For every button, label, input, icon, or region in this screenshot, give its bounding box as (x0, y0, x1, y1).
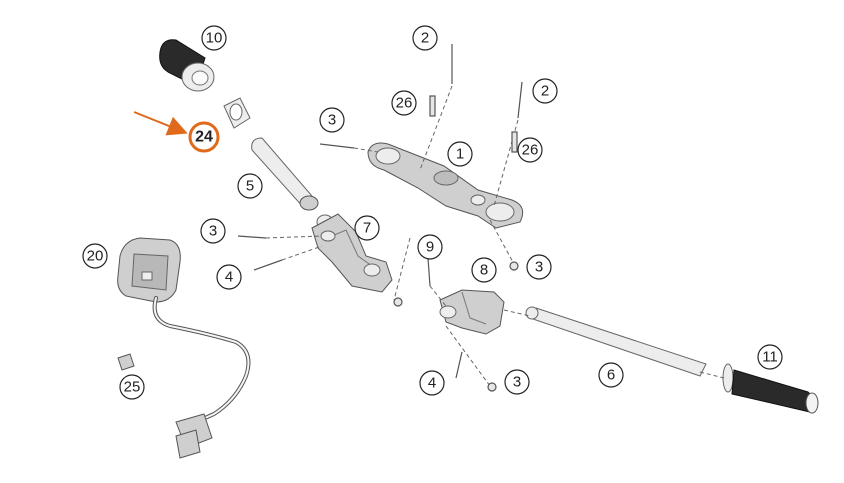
wire-harness (152, 296, 251, 459)
callout-2-right: 2 (532, 78, 558, 104)
left-clamp-part-7 (311, 213, 393, 293)
callout-3-right: 3 (526, 254, 552, 280)
svg-text:2: 2 (541, 83, 549, 100)
callout-2-top: 2 (412, 25, 438, 51)
bushing-part-24 (223, 97, 251, 129)
svg-text:9: 9 (426, 239, 434, 256)
svg-text:20: 20 (87, 248, 104, 265)
highlight-arrow (133, 111, 188, 136)
callout-3-upper: 3 (319, 107, 345, 133)
switch-housing-part-20 (117, 237, 181, 303)
svg-text:3: 3 (513, 374, 521, 391)
svg-text:11: 11 (762, 349, 778, 366)
svg-text:2: 2 (421, 30, 429, 47)
callout-7: 7 (354, 215, 380, 241)
callout-9: 9 (417, 234, 443, 260)
callout-11: 11 (757, 344, 783, 370)
svg-text:26: 26 (522, 142, 539, 159)
svg-text:1: 1 (456, 146, 464, 163)
right-clamp-part-8 (439, 289, 505, 335)
callout-8: 8 (471, 257, 497, 283)
svg-text:26: 26 (396, 95, 413, 112)
left-grip (159, 39, 215, 92)
callout-3-bottom: 3 (504, 369, 530, 395)
callout-4-bottom: 4 (419, 370, 445, 396)
upper-triple-clamp-part-1 (367, 142, 524, 229)
svg-text:7: 7 (363, 220, 371, 237)
svg-text:6: 6 (607, 367, 615, 384)
callout-5: 5 (237, 173, 263, 199)
left-tube-part-5 (251, 137, 334, 230)
svg-text:24: 24 (195, 129, 213, 146)
svg-text:3: 3 (535, 259, 543, 276)
callout-10: 10 (201, 25, 227, 51)
callout-3-left: 3 (200, 218, 226, 244)
callout-20: 20 (82, 243, 108, 269)
callout-26-right: 26 (517, 137, 543, 163)
svg-text:10: 10 (206, 30, 223, 47)
svg-text:4: 4 (225, 269, 233, 286)
callout-4-left: 4 (216, 264, 242, 290)
callout-6: 6 (598, 362, 624, 388)
svg-text:5: 5 (246, 178, 254, 195)
svg-text:3: 3 (209, 223, 217, 240)
fasteners (237, 44, 725, 392)
right-tube-part-6 (525, 306, 707, 377)
callout-25: 25 (119, 374, 145, 400)
right-grip-part-11 (722, 363, 819, 414)
svg-text:8: 8 (480, 262, 488, 279)
svg-text:3: 3 (328, 112, 336, 129)
callout-24-highlighted: 24 (188, 121, 220, 153)
callout-26-left: 26 (391, 90, 417, 116)
callout-1: 1 (447, 141, 473, 167)
svg-text:4: 4 (428, 375, 436, 392)
clip-part-25 (117, 353, 135, 371)
svg-text:25: 25 (124, 379, 141, 396)
